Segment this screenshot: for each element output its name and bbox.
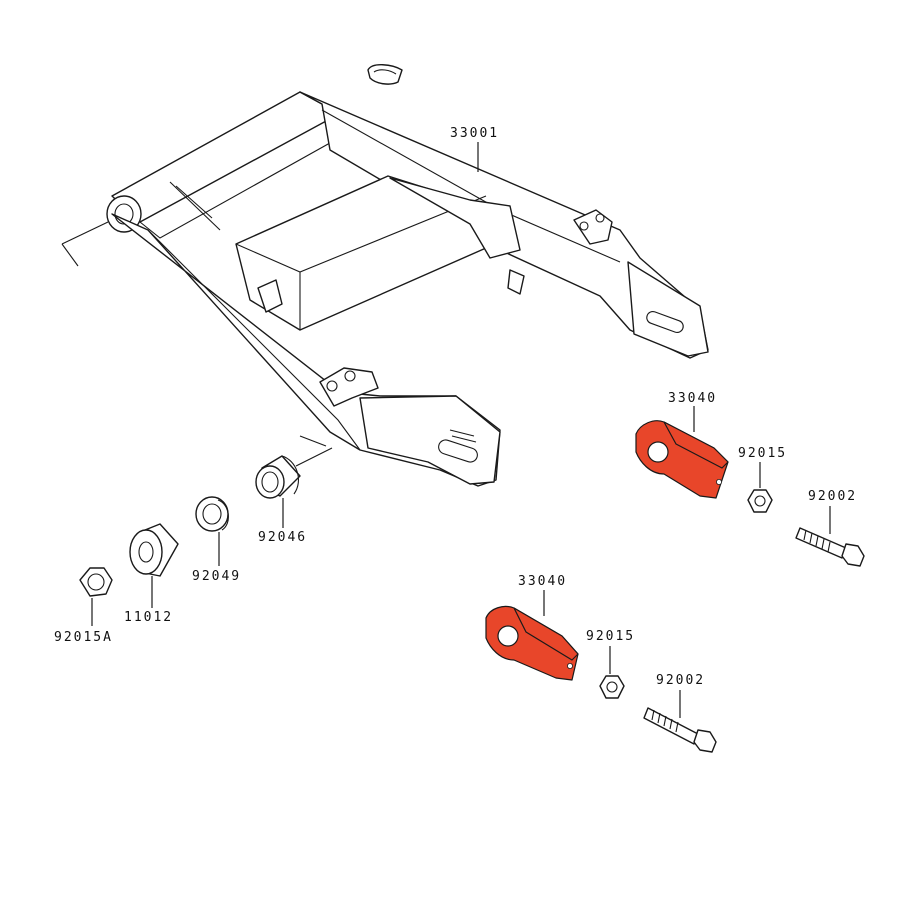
chain-adjuster-upper: 33040 (635, 391, 729, 499)
adjuster-upper-face (663, 421, 729, 469)
label-33001: 33001 (450, 126, 499, 141)
collar-11012: 11012 (124, 523, 179, 625)
label-92015-lower: 92015 (586, 629, 635, 644)
label-92015-upper: 92015 (738, 446, 787, 461)
label-11012: 11012 (124, 610, 173, 625)
seal-92049: 92049 (192, 496, 241, 584)
chain-adjuster-lower: 33040 (485, 574, 579, 681)
pivot-nut-92015A: 92015A (54, 567, 113, 645)
label-92015A: 92015A (54, 630, 113, 645)
bearing-92046: 92046 (255, 455, 307, 545)
adjuster-lower-body (485, 605, 579, 681)
adjuster-upper-body (635, 420, 729, 499)
bolt-92002-upper: 92002 (795, 489, 865, 567)
nut-92015-upper: 92015 (738, 446, 787, 513)
nut-92015-lower: 92015 (586, 629, 635, 699)
label-92049: 92049 (192, 569, 241, 584)
bolt-92002-lower: 92002 (643, 673, 717, 753)
label-33040-lower: 33040 (518, 574, 567, 589)
label-92002-upper: 92002 (808, 489, 857, 504)
label-33040-upper: 33040 (668, 391, 717, 406)
adjuster-lower-face (513, 607, 579, 661)
label-92002-lower: 92002 (656, 673, 705, 688)
label-92046: 92046 (258, 530, 307, 545)
swingarm: 33001 (61, 64, 709, 487)
